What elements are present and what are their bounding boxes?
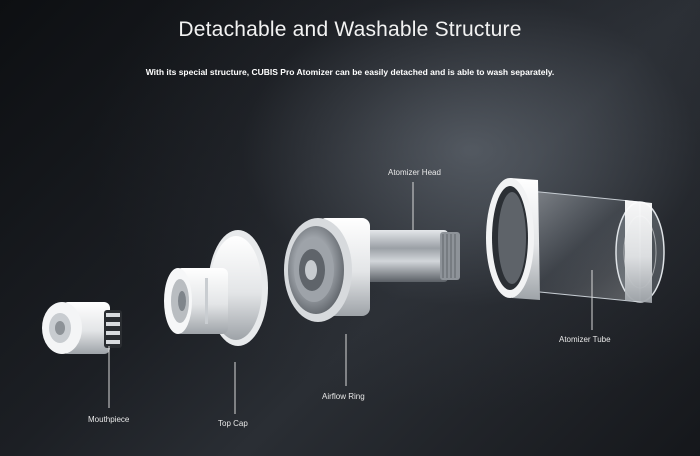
page-title: Detachable and Washable Structure — [178, 18, 522, 41]
page-subtitle: With its special structure, CUBIS Pro At… — [145, 67, 555, 77]
atomizer-tube-part — [486, 178, 665, 303]
label-top-cap: Top Cap — [218, 419, 248, 428]
top-cap-part — [164, 230, 268, 346]
airflow-ring-part — [284, 218, 460, 322]
mouthpiece-part — [42, 302, 122, 354]
label-atomizer-head: Atomizer Head — [388, 168, 441, 177]
label-mouthpiece: Mouthpiece — [88, 415, 130, 424]
label-airflow-ring: Airflow Ring — [322, 392, 365, 401]
label-atomizer-tube: Atomizer Tube — [559, 335, 611, 344]
callout-lines — [108, 182, 593, 414]
